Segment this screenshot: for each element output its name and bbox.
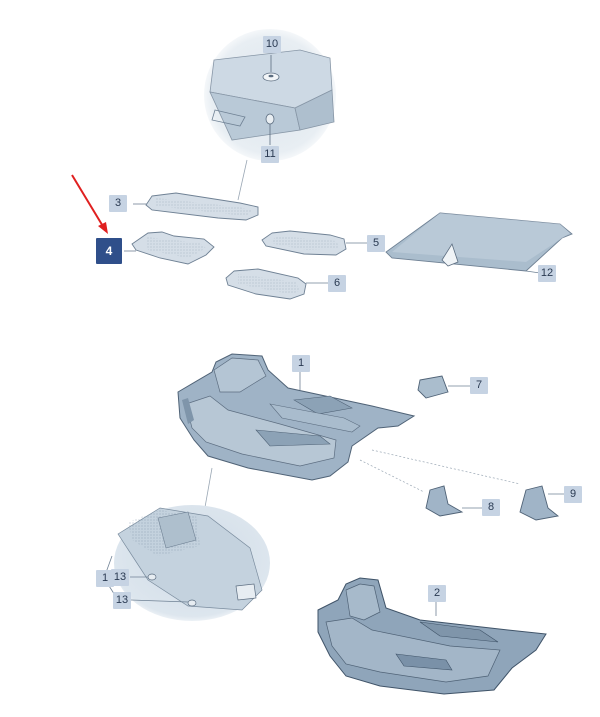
label-9[interactable]: 9 xyxy=(564,486,582,503)
label-1-bottom[interactable]: 1 xyxy=(96,570,114,587)
label-8[interactable]: 8 xyxy=(482,499,500,516)
mat-4 xyxy=(124,231,215,265)
label-10[interactable]: 10 xyxy=(263,36,281,53)
pointer-arrow xyxy=(71,174,108,234)
label-13-top[interactable]: 13 xyxy=(111,569,129,586)
label-5[interactable]: 5 xyxy=(367,235,385,252)
label-1-top[interactable]: 1 xyxy=(292,355,310,372)
part-7 xyxy=(417,375,472,399)
mat-5 xyxy=(261,230,370,256)
label-7[interactable]: 7 xyxy=(470,377,488,394)
part-8 xyxy=(425,485,484,517)
carpet-rear-2 xyxy=(317,577,547,695)
carpet-front-1 xyxy=(177,353,521,525)
label-3[interactable]: 3 xyxy=(109,195,127,212)
label-11[interactable]: 11 xyxy=(261,146,279,163)
magnifier-bottom xyxy=(103,505,270,621)
mat-6 xyxy=(225,268,330,300)
label-2[interactable]: 2 xyxy=(428,585,446,602)
part-9 xyxy=(519,485,566,521)
mat-3 xyxy=(133,192,259,221)
label-12[interactable]: 12 xyxy=(538,265,556,282)
magnifier-top xyxy=(204,29,336,201)
label-4-highlighted[interactable]: 4 xyxy=(96,238,122,264)
label-6[interactable]: 6 xyxy=(328,275,346,292)
trunk-mat-12 xyxy=(385,212,573,274)
label-13-bottom[interactable]: 13 xyxy=(113,592,131,609)
